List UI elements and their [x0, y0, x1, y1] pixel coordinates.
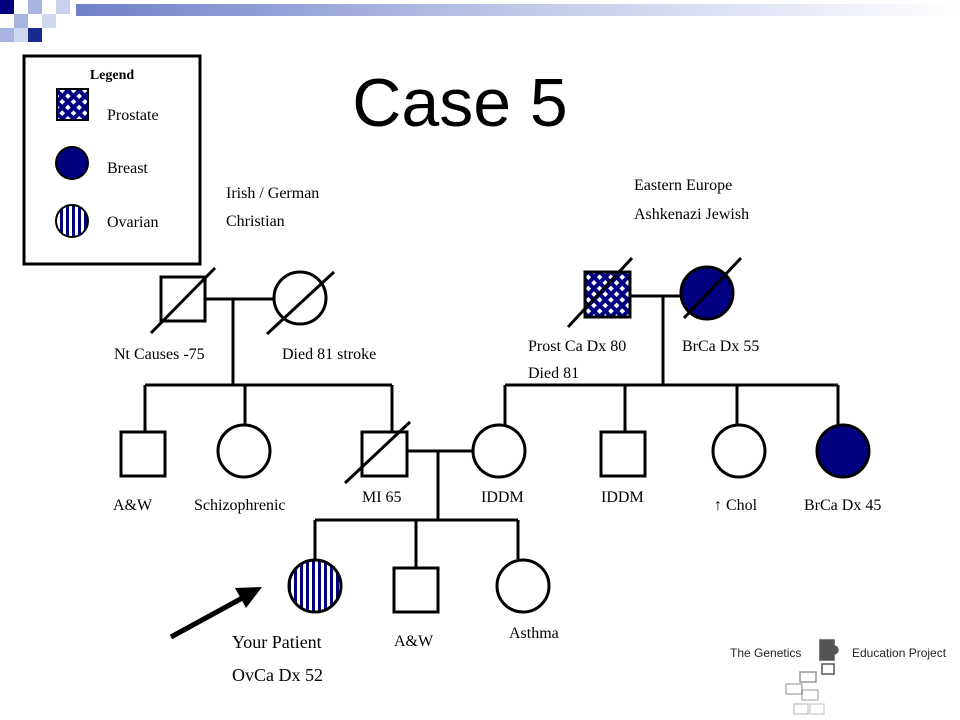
legend-box: [22, 54, 202, 266]
sister-label: Asthma: [509, 625, 559, 642]
maternal-grandfather-label-2: Died 81: [528, 365, 579, 382]
deceased-slash: [343, 420, 412, 485]
maternal-grandfather-label: Prost Ca Dx 80: [528, 338, 626, 355]
maternal-ancestry-line1: Eastern Europe: [634, 177, 732, 194]
paternal-grandfather: [149, 266, 217, 335]
maternal-aunt-breast-cancer-label: BrCa Dx 45: [804, 497, 881, 514]
deceased-slash: [149, 266, 217, 335]
sister: [495, 558, 551, 614]
legend-ovarian-label: Ovarian: [107, 214, 159, 231]
legend-ovarian-swatch: [55, 204, 89, 238]
paternal-uncle-label: A&W: [113, 497, 153, 514]
legend-heading: Legend: [90, 68, 135, 83]
maternal-aunt-label: ↑ Chol: [714, 497, 758, 514]
maternal-aunt-breast-cancer: [815, 423, 871, 479]
corner-decoration: [0, 0, 70, 42]
paternal-ancestry-line2: Christian: [226, 213, 285, 230]
paternal-grandmother: [265, 270, 336, 336]
logo-text-left: The Genetics: [730, 646, 801, 660]
proband-arrow: [169, 587, 262, 640]
paternal-ancestry-line1: Irish / German: [226, 185, 319, 202]
page-title: Case 5: [352, 65, 567, 141]
paternal-aunt: [216, 423, 272, 479]
puzzle-icon: [785, 639, 839, 715]
maternal-grandmother: [679, 256, 743, 321]
proband-label-2: OvCa Dx 52: [232, 665, 323, 685]
proband-label: Your Patient: [232, 632, 322, 652]
deceased-slash: [265, 270, 336, 336]
father-label: MI 65: [362, 489, 402, 506]
legend-prostate-label: Prostate: [107, 107, 159, 124]
paternal-aunt-label: Schizophrenic: [194, 497, 286, 514]
deceased-slash: [682, 256, 743, 320]
logo-text-right: Education Project: [852, 646, 947, 660]
paternal-grandfather-label: Nt Causes -75: [114, 346, 205, 363]
legend-breast-swatch: [55, 146, 89, 180]
father: [343, 420, 412, 485]
pedigree-lines: [143, 294, 840, 568]
top-gradient-bar: [76, 4, 960, 16]
proband: [287, 558, 343, 614]
deceased-slash: [566, 256, 634, 329]
genetics-education-project-logo: The Genetics Education Project: [730, 639, 947, 715]
mother: [471, 423, 527, 479]
legend-prostate-swatch: [56, 88, 89, 121]
maternal-grandfather: [566, 256, 634, 329]
paternal-uncle: [119, 430, 167, 478]
maternal-grandmother-label: BrCa Dx 55: [682, 338, 759, 355]
paternal-grandmother-label: Died 81 stroke: [282, 346, 376, 363]
legend-breast-label: Breast: [107, 160, 148, 177]
brother-label: A&W: [394, 633, 434, 650]
brother: [392, 566, 440, 614]
maternal-aunt: [711, 423, 767, 479]
maternal-uncle-label: IDDM: [601, 489, 644, 506]
legend: Legend Prostate Breast Ovarian: [22, 54, 202, 266]
maternal-ancestry-line2: Ashkenazi Jewish: [634, 206, 749, 223]
mother-label: IDDM: [481, 489, 524, 506]
maternal-uncle: [599, 430, 647, 478]
